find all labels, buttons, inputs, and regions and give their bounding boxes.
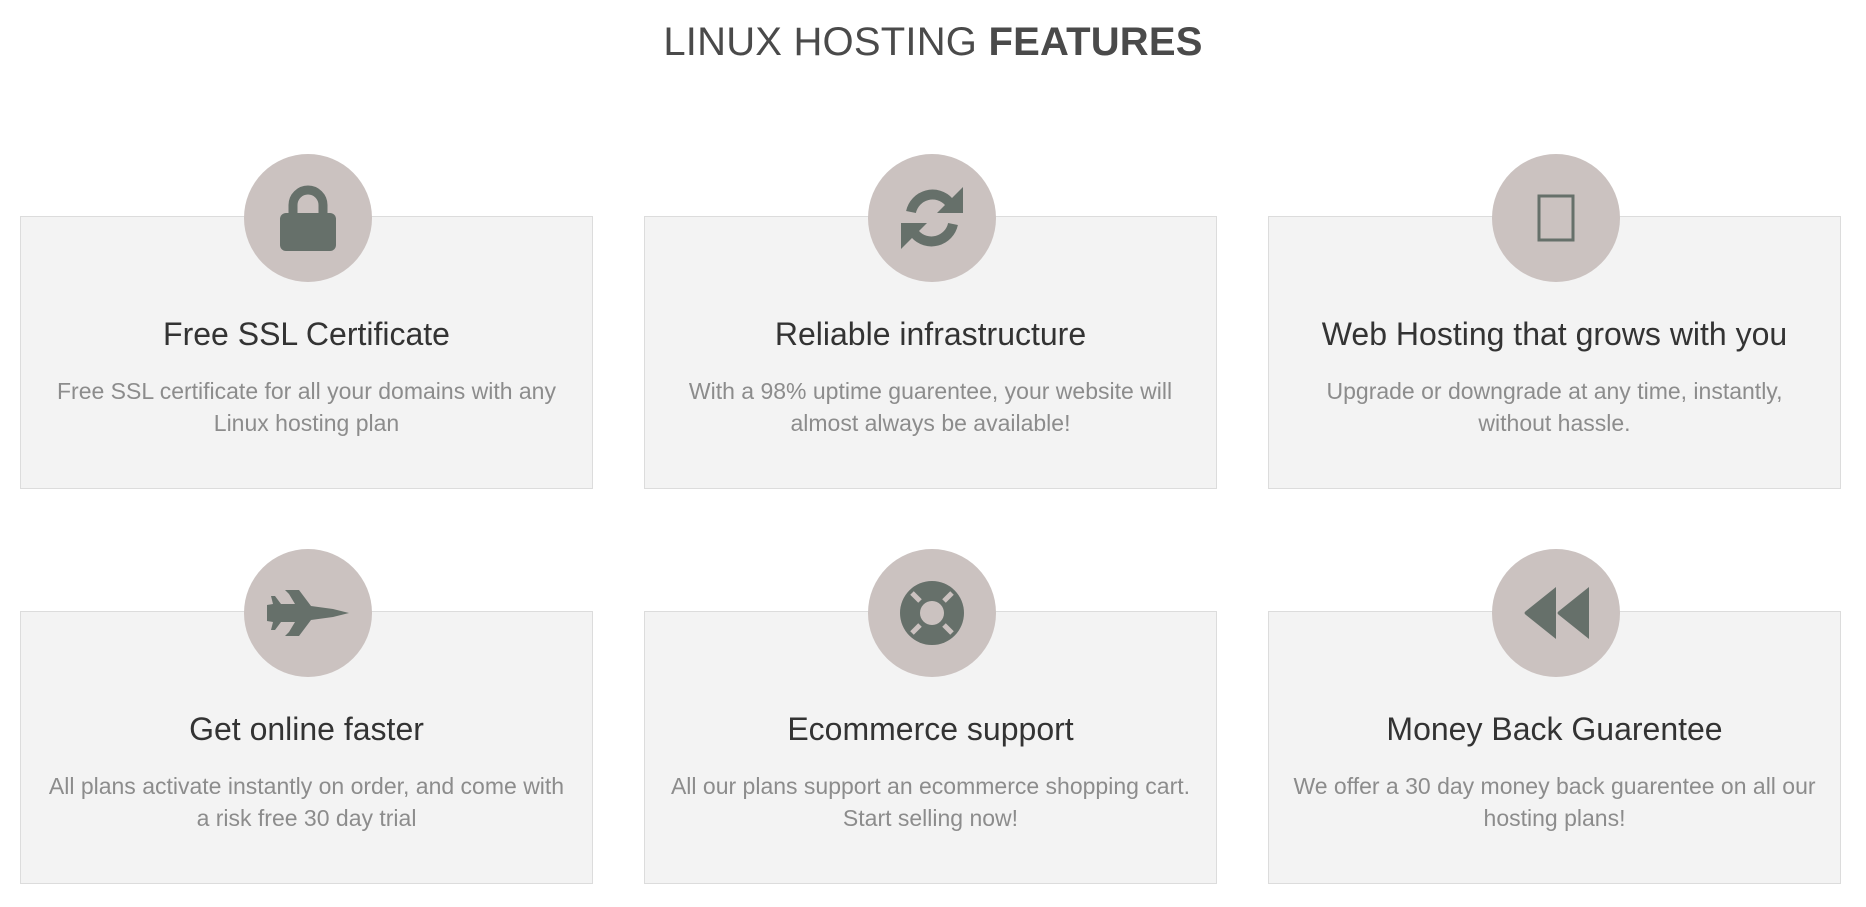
feature-title: Free SSL Certificate — [163, 316, 450, 352]
feature-description: Upgrade or downgrade at any time, instan… — [1326, 378, 1783, 436]
feature-title: Get online faster — [189, 711, 424, 747]
feature-icon-circle — [244, 549, 372, 677]
feature-icon-circle — [244, 154, 372, 282]
feature-icon-circle — [868, 154, 996, 282]
section-title-normal: LINUX HOSTING — [663, 20, 978, 64]
life-ring-icon — [900, 581, 964, 645]
fighter-jet-icon — [267, 590, 349, 636]
feature-title: Reliable infrastructure — [774, 316, 1087, 352]
feature-description: All plans activate instantly on order, a… — [48, 773, 565, 831]
feature-description: With a 98% uptime guarentee, your websit… — [688, 378, 1173, 436]
feature-description: Free SSL certificate for all your domain… — [57, 378, 556, 436]
feature-description: All our plans support an ecommerce shopp… — [670, 773, 1191, 831]
refresh-icon — [901, 187, 963, 249]
feature-icon-circle — [1492, 154, 1620, 282]
feature-title: Money Back Guarentee — [1386, 711, 1723, 747]
feature-title: Web Hosting that grows with you — [1321, 316, 1788, 352]
missing-glyph-icon — [1537, 194, 1575, 242]
feature-icon-circle — [1492, 549, 1620, 677]
feature-title: Ecommerce support — [787, 711, 1074, 747]
section-title: LINUX HOSTING FEATURES — [0, 18, 1866, 66]
section-title-bold: FEATURES — [988, 20, 1203, 64]
lock-icon — [280, 185, 336, 251]
backward-icon — [1524, 587, 1589, 639]
feature-icon-circle — [868, 549, 996, 677]
feature-description: We offer a 30 day money back guarentee o… — [1293, 773, 1816, 831]
